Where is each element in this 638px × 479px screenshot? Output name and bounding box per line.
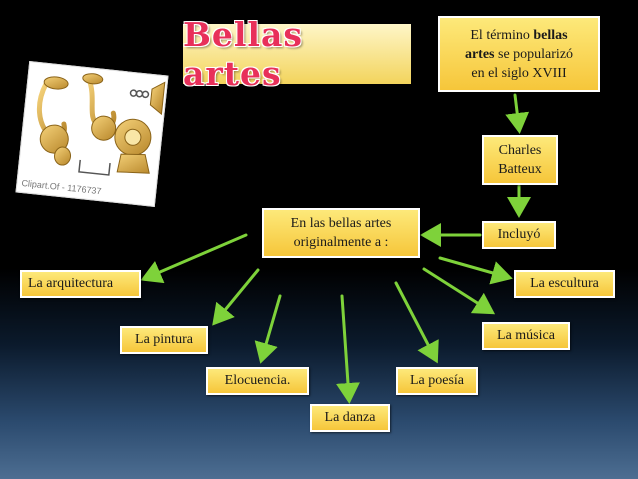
intro-line2-text: se popularizó: [494, 46, 574, 62]
batteux-line2: Batteux: [498, 162, 542, 177]
art-danza: La danza: [310, 404, 390, 432]
arrow-to-musica: [422, 267, 496, 315]
intro-line1-text: El término: [470, 27, 534, 43]
arrow-to-arquitectura: [140, 233, 248, 284]
instruments-clipart: Clipart.Of - 1176737: [15, 61, 169, 207]
arrow-to-danza: [336, 294, 360, 404]
arrow-to-poesia: [394, 281, 439, 364]
intro-line3-text: en el siglo XVIII: [471, 65, 567, 81]
art-elocuencia: Elocuencia.: [206, 367, 309, 395]
center-box: En las bellas artes originalmente a :: [262, 208, 420, 258]
brass-instruments-icon: [36, 73, 166, 176]
art-arquitectura: La arquitectura: [20, 270, 141, 298]
art-escultura: La escultura: [514, 270, 615, 298]
arrow-to-elocuencia: [254, 294, 282, 364]
arrow-to-pintura: [212, 268, 260, 326]
intro-box: El término bellas artes se popularizó en…: [438, 16, 600, 92]
center-line2: originalmente a :: [293, 235, 389, 250]
intro-bold-2: artes: [464, 46, 495, 62]
batteux-box: Charles Batteux: [482, 135, 558, 185]
arrow-intro-to-batteux: [505, 93, 530, 134]
slide-title: Bellas artes: [183, 15, 411, 93]
intro-bold-1: bellas: [533, 27, 568, 43]
art-pintura: La pintura: [120, 326, 208, 354]
art-poesia: La poesía: [396, 367, 478, 395]
incluyo-box: Incluyó: [482, 221, 556, 249]
batteux-line1: Charles: [498, 143, 542, 158]
arrow-to-escultura: [438, 256, 513, 285]
art-musica: La música: [482, 322, 570, 350]
center-line1: En las bellas artes: [290, 216, 392, 231]
